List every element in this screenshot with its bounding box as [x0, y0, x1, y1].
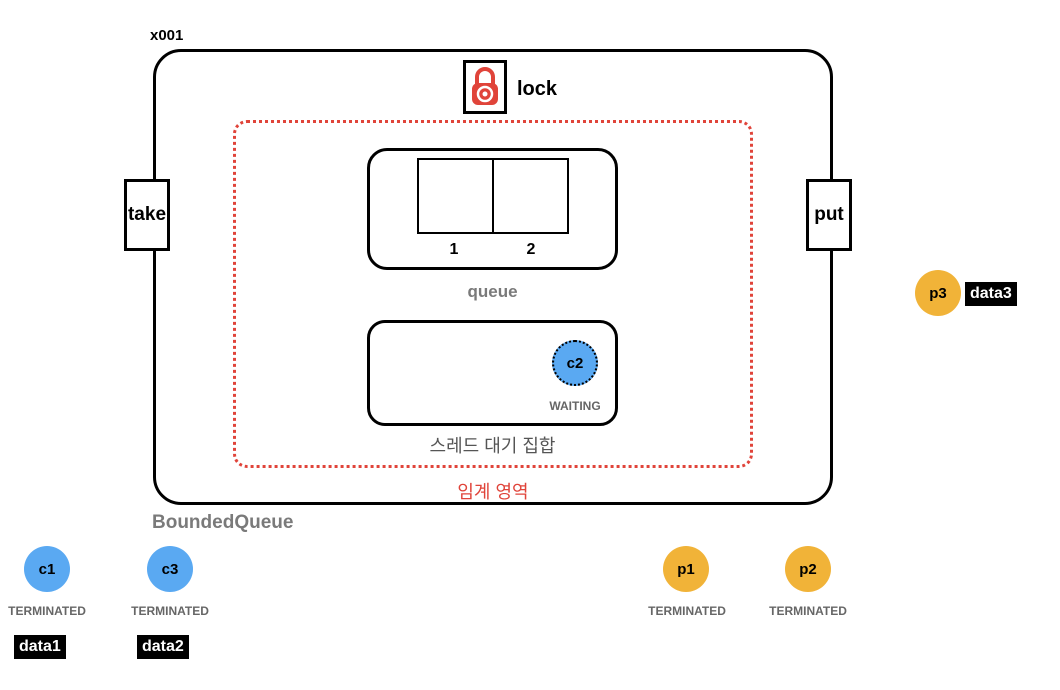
- data1-tag: data1: [14, 635, 66, 659]
- data2-tag: data2: [137, 635, 189, 659]
- thread-c1-state: TERMINATED: [8, 604, 86, 618]
- thread-wait-set-label: 스레드 대기 집합: [429, 436, 556, 456]
- take-method-box: take: [124, 179, 170, 251]
- critical-section-label: 임계 영역: [457, 482, 529, 502]
- put-method-label: put: [814, 204, 844, 225]
- critical-section-boundary: [233, 120, 753, 468]
- queue-slot-1: [417, 158, 494, 234]
- thread-c2-state: WAITING: [549, 399, 601, 413]
- queue-label: queue: [467, 282, 518, 301]
- data3-tag: data3: [965, 282, 1017, 306]
- take-method-label: take: [127, 204, 167, 225]
- thread-c3: c3: [147, 546, 193, 592]
- object-id-label: x001: [150, 27, 184, 44]
- thread-p2-state: TERMINATED: [769, 604, 847, 618]
- lock-icon: [472, 67, 498, 105]
- queue-box: [367, 148, 618, 270]
- thread-p3: p3: [915, 270, 961, 316]
- put-method-box: put: [806, 179, 852, 251]
- thread-p1-state: TERMINATED: [648, 604, 726, 618]
- queue-slot-2-index: 2: [526, 241, 536, 258]
- thread-p1: p1: [663, 546, 709, 592]
- lock-label: lock: [517, 78, 558, 100]
- thread-c1: c1: [24, 546, 70, 592]
- thread-c3-state: TERMINATED: [131, 604, 209, 618]
- class-name-label: BoundedQueue: [152, 512, 294, 533]
- queue-slot-2: [492, 158, 569, 234]
- queue-slot-1-index: 1: [449, 241, 459, 258]
- thread-c2: c2: [552, 340, 598, 386]
- bounded-queue-box: [153, 49, 833, 505]
- thread-wait-set-box: [367, 320, 618, 426]
- thread-p2: p2: [785, 546, 831, 592]
- lock-box: [463, 60, 507, 114]
